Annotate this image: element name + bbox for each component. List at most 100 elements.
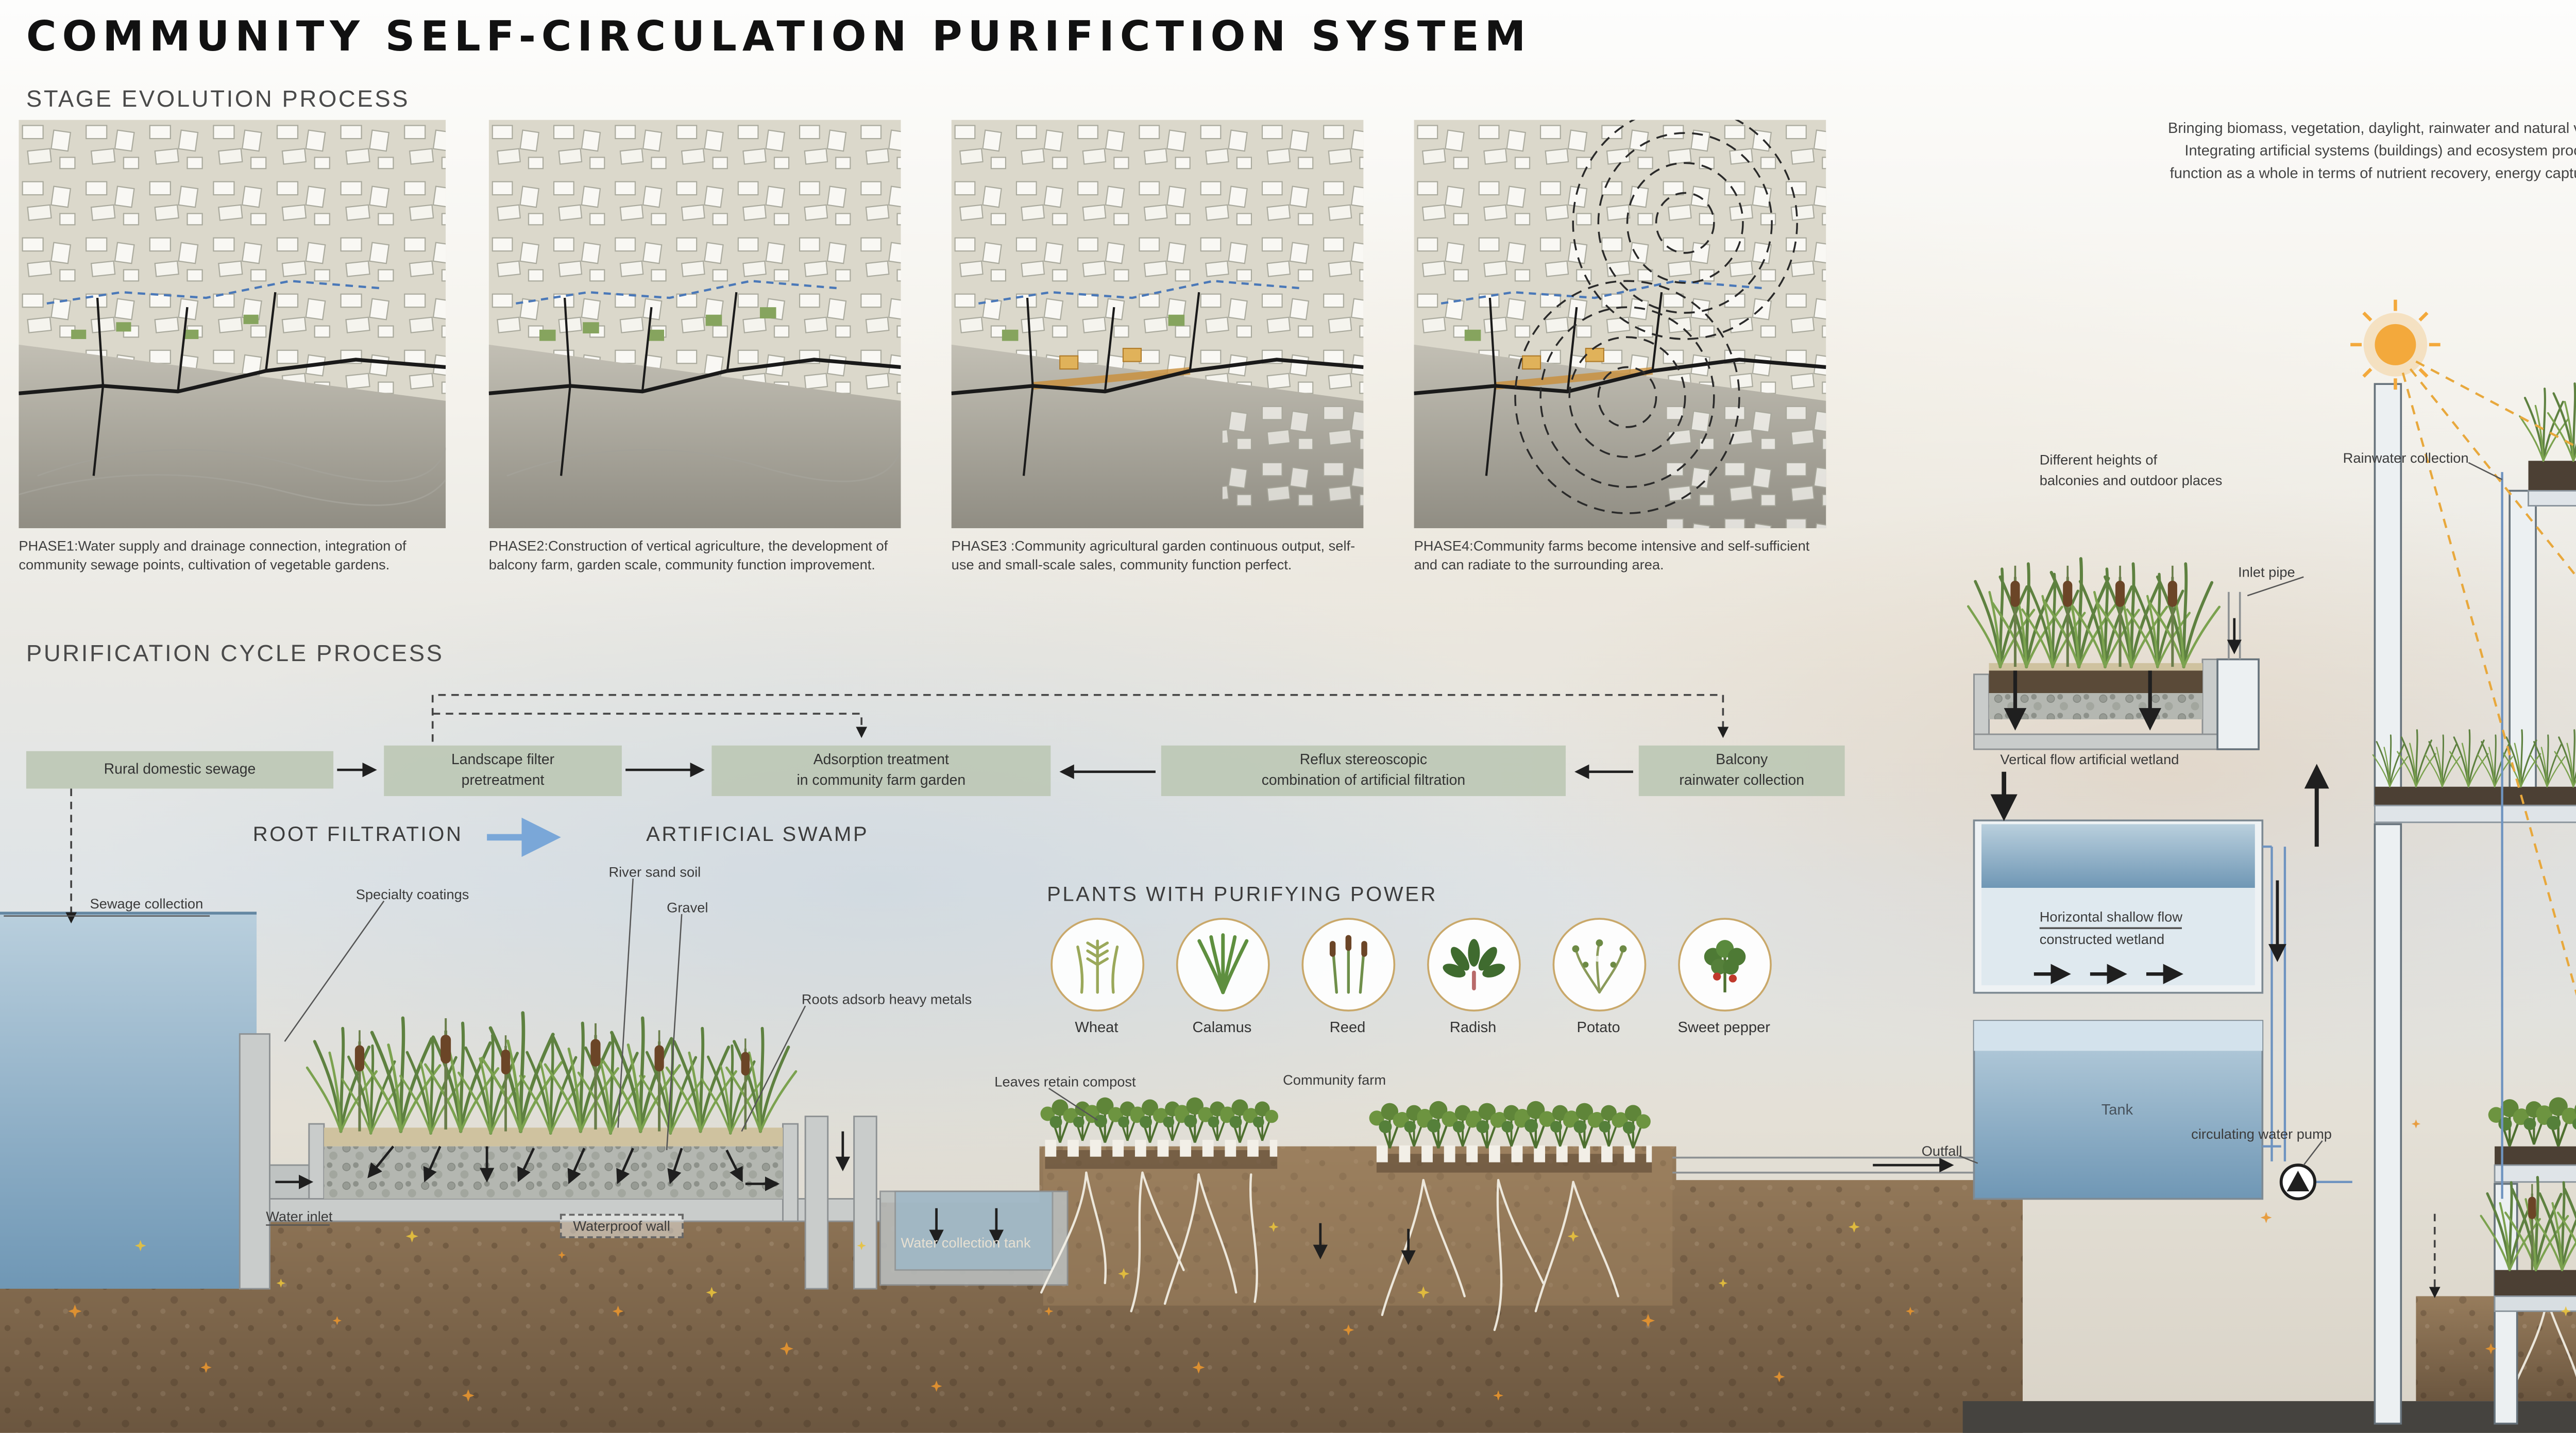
plant-name: Wheat — [1075, 1019, 1118, 1036]
tank-label: Tank — [2101, 1101, 2133, 1119]
phase-4-caption: PHASE4:Community farms become intensive … — [1414, 537, 1810, 574]
phase-1-caption: PHASE1:Water supply and drainage connect… — [19, 537, 406, 574]
flow-box-adsorption-line1: Adsorption treatment — [813, 752, 949, 769]
sunlight-rays — [2401, 360, 2576, 996]
page-title: COMMUNITY SELF-CIRCULATION PURIFICTION S… — [26, 15, 1532, 62]
river-sand-soil-label: River sand soil — [608, 863, 701, 881]
flow-box-landscape-filter: Landscape filter pretreatment — [384, 745, 622, 796]
plant-sweet-pepper: Sweet pepper — [1661, 918, 1787, 1036]
vertical-flow-wetland — [1968, 559, 2260, 750]
plant-name: Radish — [1449, 1019, 1497, 1036]
calamus-icon — [1175, 918, 1269, 1012]
flow-box-rural-sewage-label: Rural domestic sewage — [104, 760, 256, 778]
radish-icon — [1426, 918, 1520, 1012]
specialty-coatings-label: Specialty coatings — [355, 886, 469, 903]
horizontal-flow-label-line1: Horizontal shallow flow — [2039, 908, 2183, 930]
inlet-pipe-label: Inlet pipe — [2238, 564, 2295, 581]
community-farm-label: Community farm — [1283, 1071, 1386, 1089]
vertical-farm-description: Bringing biomass, vegetation, daylight, … — [2015, 118, 2576, 186]
wetland-bed — [324, 1127, 783, 1199]
sewage-pool — [0, 912, 257, 1289]
flow-box-adsorption: Adsorption treatment in community farm g… — [711, 745, 1051, 796]
horizontal-flow-label-line2: constructed wetland — [2039, 931, 2165, 948]
flow-box-reflux-line1: Reflux stereoscopic — [1299, 752, 1428, 769]
rainwater-collection-label: Rainwater collection — [2343, 449, 2469, 467]
plant-wheat: Wheat — [1034, 918, 1160, 1036]
artificial-swamp-label: ARTIFICIAL SWAMP — [646, 824, 869, 847]
phase-3-caption: PHASE3 :Community agricultural garden co… — [951, 537, 1355, 574]
ground-planter — [2481, 1177, 2576, 1312]
reed-icon — [1300, 918, 1395, 1012]
water-collection-tank-label: Water collection tank — [901, 1234, 1031, 1252]
flow-connectors — [65, 694, 1729, 924]
section-purification-cycle-heading: PURIFICATION CYCLE PROCESS — [26, 640, 444, 667]
tank — [1973, 1020, 2264, 1200]
plant-radish: Radish — [1410, 918, 1536, 1036]
balcony-planter — [2488, 1097, 2576, 1183]
vf-desc-line3: function as a whole in terms of nutrient… — [2170, 164, 2576, 182]
phase-1: PHASE1:Water supply and drainage connect… — [19, 120, 446, 590]
plant-reed: Reed — [1285, 918, 1411, 1036]
mid-planter — [2372, 729, 2576, 823]
water-inlet-label: Water inlet — [266, 1208, 333, 1225]
plant-name: Calamus — [1192, 1019, 1252, 1036]
different-heights-label-line1: Different heights of — [2039, 451, 2158, 468]
section-stage-evolution-heading: STAGE EVOLUTION PROCESS — [26, 86, 410, 113]
leaves-retain-compost-label: Leaves retain compost — [994, 1073, 1136, 1090]
potato-icon — [1551, 918, 1646, 1012]
flow-box-landscape-filter-line2: pretreatment — [461, 770, 545, 788]
gravel-label: Gravel — [667, 899, 708, 916]
plant-name: Sweet pepper — [1677, 1019, 1770, 1036]
phase-2-caption: PHASE2:Construction of vertical agricult… — [488, 537, 888, 574]
flow-box-reflux: Reflux stereoscopic combination of artif… — [1161, 745, 1566, 796]
pipes-and-pump — [2262, 472, 2503, 1299]
phase-4: PHASE4:Community farms become intensive … — [1414, 120, 1826, 590]
plant-name: Reed — [1329, 1019, 1366, 1036]
phase-4-map — [1414, 120, 1826, 529]
flow-box-landscape-filter-line1: Landscape filter — [451, 752, 555, 769]
vf-desc-line2: Integrating artificial systems (building… — [2184, 142, 2576, 159]
leader-lines — [4, 462, 2503, 1226]
flow-box-balcony-line2: rainwater collection — [1679, 770, 1805, 788]
flow-arrows — [275, 1131, 1954, 1265]
phase-3-map — [951, 120, 1364, 529]
phase-2-map — [488, 120, 901, 529]
roof-planter — [2520, 375, 2576, 507]
roots — [1040, 1171, 2576, 1399]
farm-crops — [1039, 1098, 1652, 1149]
outfall-label: Outfall — [1921, 1142, 1962, 1160]
community-farm-beds — [1039, 1098, 1652, 1173]
phase-3: PHASE3 :Community agricultural garden co… — [951, 120, 1364, 590]
vertical-farm-section — [1968, 299, 2576, 1425]
waterproof-wall-label: Waterproof wall — [560, 1213, 684, 1238]
different-heights-label-line2: balconies and outdoor places — [2039, 472, 2223, 489]
plant-calamus: Calamus — [1159, 918, 1285, 1036]
horizontal-wetland-tank — [1973, 764, 2329, 994]
flow-box-reflux-line2: combination of artificial filtration — [1261, 770, 1466, 788]
concrete-structures — [239, 1033, 1069, 1290]
purifying-plants-row: Wheat Calamus — [1034, 918, 1787, 1036]
vf-desc-line1: Bringing biomass, vegetation, daylight, … — [2167, 120, 2576, 137]
flow-box-balcony-line1: Balcony — [1716, 752, 1768, 769]
wheat-icon — [1049, 918, 1144, 1012]
flow-box-adsorption-line2: in community farm garden — [796, 770, 966, 788]
sweet-pepper-icon — [1677, 918, 1771, 1012]
outfall-pipe — [1672, 1156, 1978, 1174]
plant-potato: Potato — [1536, 918, 1662, 1036]
phase-2: PHASE2:Construction of vertical agricult… — [488, 120, 901, 590]
flow-box-balcony: Balcony rainwater collection — [1638, 745, 1845, 796]
water-collection-tank-water — [894, 1190, 1054, 1271]
root-filtration-label: ROOT FILTRATION — [252, 824, 463, 847]
sewage-collection-label: Sewage collection — [90, 895, 204, 913]
flow-box-rural-sewage: Rural domestic sewage — [26, 751, 334, 789]
sun-icon — [2350, 299, 2441, 390]
plants-power-heading: PLANTS WITH PURIFYING POWER — [1047, 884, 1438, 907]
plant-name: Potato — [1577, 1019, 1620, 1036]
wetland-plants — [307, 1013, 796, 1134]
vertical-flow-wetland-label: Vertical flow artificial wetland — [2000, 751, 2179, 768]
circulating-pump-label: circulating water pump — [2191, 1125, 2332, 1143]
bottom-dark-strip — [1962, 1401, 2576, 1433]
